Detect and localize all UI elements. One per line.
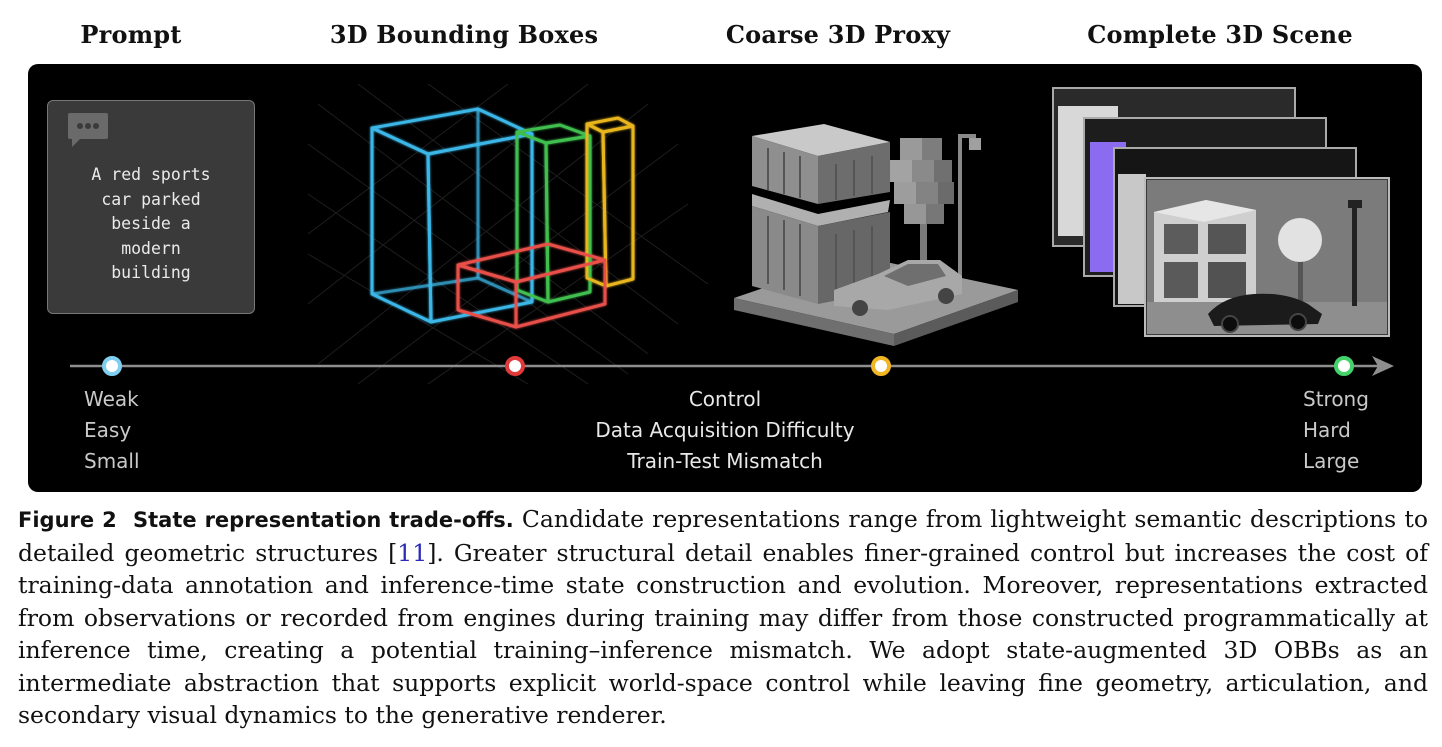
figure-caption: Figure 2 State representation trade-offs… (18, 503, 1428, 732)
axis (70, 356, 1394, 376)
prompt-text: A red sports car parked beside a modern … (91, 165, 211, 282)
voxel-tree (890, 138, 954, 284)
illustrations (70, 83, 1394, 385)
axis-center-label: Train-Test Mismatch (627, 449, 823, 473)
column-title-prompt: Prompt (80, 20, 182, 49)
prompt-card: A red sports car parked beside a modern … (47, 100, 255, 314)
axis-left-label: Weak (84, 387, 139, 411)
caption-title: State representation trade-offs. (132, 508, 514, 532)
axis-left-label: Small (84, 449, 140, 473)
column-title-bounding-boxes: 3D Bounding Boxes (329, 20, 599, 49)
coarse-proxy-scene (734, 124, 1018, 346)
caption-text: Candidate representations range from lig… (18, 505, 1428, 567)
bbox-green (515, 123, 592, 304)
bbox-blue (370, 107, 534, 324)
bbox-grid (307, 83, 709, 385)
axis-right-label: Large (1303, 449, 1360, 473)
caption-label: Figure 2 (18, 508, 117, 532)
figure-panel: A red sports car parked beside a modern … (28, 64, 1422, 492)
axis-right-labels: Strong Hard Large (1303, 384, 1369, 477)
axis-marker-scene (1334, 356, 1354, 376)
axis-center-label: Control (688, 387, 762, 411)
column-title-coarse-proxy: Coarse 3D Proxy (725, 20, 951, 49)
arrow-head-icon (1372, 356, 1394, 376)
axis-marker-bboxes (505, 356, 525, 376)
axis-marker-prompt (102, 356, 122, 376)
axis-center-labels: Control Data Acquisition Difficulty Trai… (595, 384, 854, 477)
bbox-red (456, 242, 607, 329)
axis-left-labels: Weak Easy Small (84, 384, 140, 477)
complete-scene-stack (1052, 87, 1390, 337)
axis-left-label: Easy (84, 418, 132, 442)
axis-marker-proxy (871, 356, 891, 376)
column-title-complete-scene: Complete 3D Scene (1087, 20, 1353, 49)
axis-center-label: Data Acquisition Difficulty (595, 418, 855, 442)
axis-right-label: Strong (1303, 387, 1369, 411)
chat-bubble-icon (68, 113, 108, 147)
axis-right-label: Hard (1303, 418, 1351, 442)
citation-link[interactable]: 11 (397, 538, 428, 567)
caption-text-continued: ]. Greater structural detail enables fin… (18, 538, 1429, 730)
